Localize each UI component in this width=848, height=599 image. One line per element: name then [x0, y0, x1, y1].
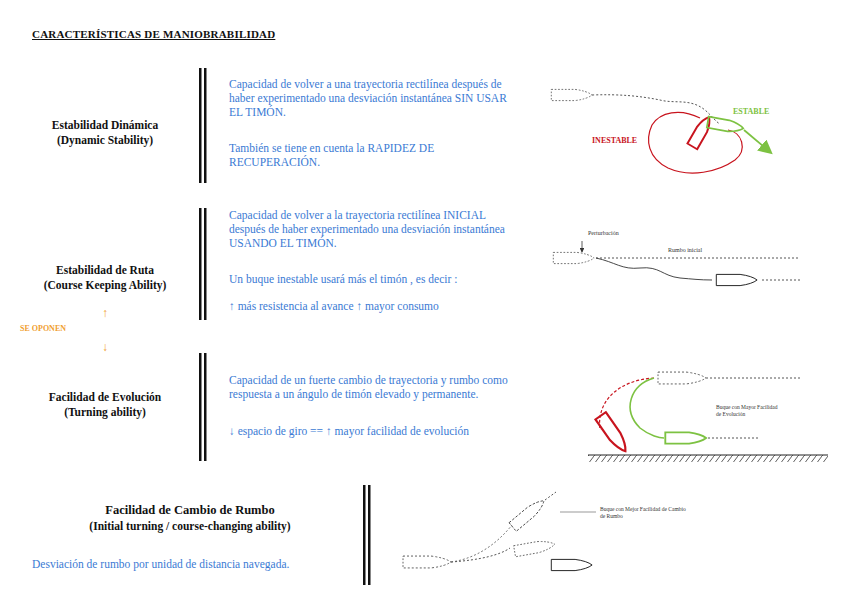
description: Capacidad de un fuerte cambio de trayect…: [229, 373, 529, 401]
page-title: CARACTERÍSTICAS DE MANIOBRABILIDAD: [32, 28, 275, 40]
note: Un buque inestable usará más el timón , …: [229, 272, 529, 286]
figure-label: Rumbo inicial: [668, 247, 702, 254]
heading-en: (Dynamic Stability): [20, 133, 190, 147]
note: SE OPONEN: [20, 324, 66, 334]
heading: Facilidad de Cambio de Rumbo: [20, 503, 360, 518]
turning-figure: [588, 372, 828, 462]
course-changing-figure: [403, 492, 596, 571]
heading-en: (Initial turning / course-changing abili…: [20, 519, 360, 533]
figure-label: INESTABLE: [592, 136, 637, 146]
dynamic-stability-figure: [551, 89, 770, 173]
description: Desviación de rumbo por unidad de distan…: [32, 557, 362, 571]
heading: Estabilidad Dinámica: [20, 118, 190, 132]
heading-en: (Turning ability): [20, 405, 190, 419]
note: También se tiene en cuenta la RAPIDEZ DE…: [229, 141, 519, 169]
figure-label: Perturbación: [588, 230, 619, 237]
note: ↑ más resistencia al avance ↑ mayor cons…: [229, 299, 549, 313]
heading-en: (Course Keeping Ability): [20, 278, 190, 292]
description: Capacidad de volver a una trayectoria re…: [229, 77, 519, 119]
note: ↓ espacio de giro == ↑ mayor facilidad d…: [229, 424, 549, 438]
figure-label: Buque con Mayor Facilidad de Evolución: [716, 404, 782, 417]
heading: Estabilidad de Ruta: [20, 263, 190, 277]
description: Capacidad de volver a la trayectoria rec…: [229, 208, 519, 250]
arrow-symbol: ↑: [20, 306, 190, 321]
heading: Facilidad de Evolución: [20, 390, 190, 404]
arrow-symbol: ↓: [20, 340, 190, 355]
figure-label: Buque con Mejor Facilidad de Cambio de R…: [600, 506, 690, 519]
figure-label: ESTABLE: [733, 107, 769, 117]
course-keeping-figure: [553, 241, 800, 286]
